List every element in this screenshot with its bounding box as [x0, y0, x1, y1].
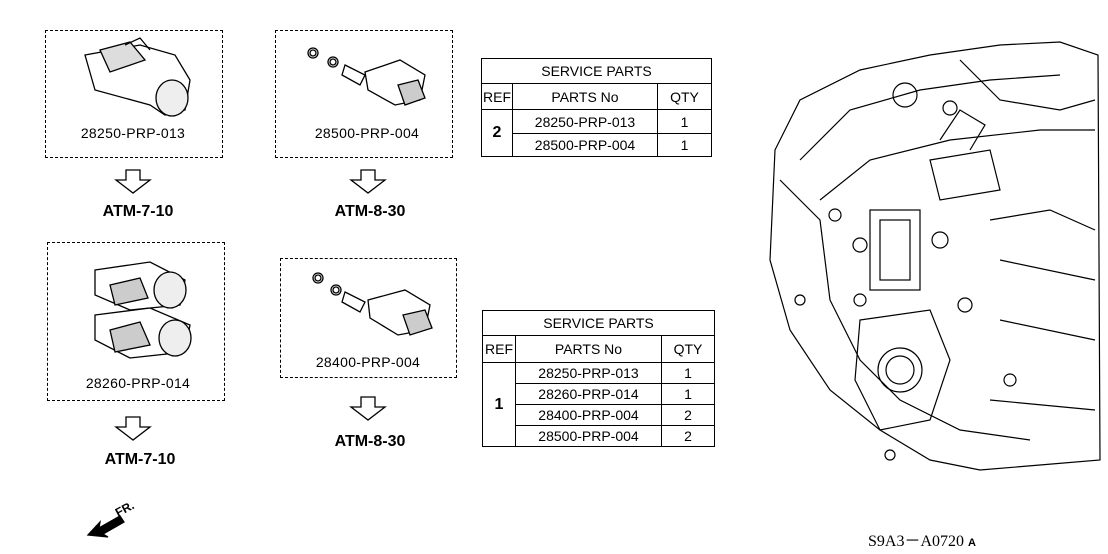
part-number-label: 28260-PRP-014	[85, 375, 191, 391]
parts-no-cell: 28260-PRP-014	[515, 383, 662, 405]
qty-cell: 1	[661, 383, 715, 405]
arrow-down-icon	[114, 416, 152, 441]
diagram-code-suffix: A	[968, 537, 976, 549]
reference-link[interactable]: ATM-8-30	[334, 433, 406, 450]
diagram-code: S9A3－A0720 A	[868, 527, 976, 551]
reference-link[interactable]: ATM-7-10	[104, 451, 176, 468]
arrow-down-icon	[114, 169, 152, 194]
solenoid-28260-drawing	[94, 261, 192, 359]
parts-no-cell: 28500-PRP-004	[515, 425, 662, 447]
table-title: SERVICE PARTS	[481, 58, 712, 84]
qty-cell: 1	[661, 362, 715, 384]
parts-no-cell: 28400-PRP-004	[515, 404, 662, 426]
header-qty: QTY	[657, 83, 712, 110]
qty-cell: 1	[657, 109, 712, 134]
table-title: SERVICE PARTS	[482, 310, 715, 336]
parts-no-cell: 28500-PRP-004	[512, 133, 658, 157]
solenoid-28400-drawing	[312, 272, 433, 336]
qty-cell: 2	[661, 404, 715, 426]
qty-cell: 1	[657, 133, 712, 157]
arrow-down-icon	[349, 169, 387, 194]
solenoid-28500-drawing	[307, 47, 426, 106]
header-ref: REF	[481, 83, 513, 110]
ref-cell: 2	[481, 109, 513, 157]
part-group-box	[45, 30, 223, 158]
header-ref: REF	[482, 335, 516, 363]
part-number-label: 28250-PRP-013	[80, 125, 186, 141]
reference-link[interactable]: ATM-7-10	[102, 203, 174, 220]
part-group-box	[280, 258, 457, 378]
arrow-down-icon	[349, 396, 387, 421]
part-group-box	[275, 30, 453, 158]
header-qty: QTY	[661, 335, 715, 363]
header-parts-no: PARTS No	[512, 83, 658, 110]
ref-cell: 1	[482, 362, 516, 447]
header-parts-no: PARTS No	[515, 335, 662, 363]
diagram-code-text: S9A3－A0720	[868, 533, 965, 550]
transmission-case-drawing	[769, 41, 1101, 471]
front-label: FR.	[113, 498, 137, 519]
solenoid-28250-drawing	[84, 37, 191, 117]
reference-link[interactable]: ATM-8-30	[334, 203, 406, 220]
qty-cell: 2	[661, 425, 715, 447]
parts-no-cell: 28250-PRP-013	[512, 109, 658, 134]
parts-no-cell: 28250-PRP-013	[515, 362, 662, 384]
part-group-box	[47, 242, 225, 401]
part-number-label: 28400-PRP-004	[315, 354, 421, 370]
front-arrow-icon: FR.	[86, 498, 137, 538]
part-number-label: 28500-PRP-004	[314, 125, 420, 141]
